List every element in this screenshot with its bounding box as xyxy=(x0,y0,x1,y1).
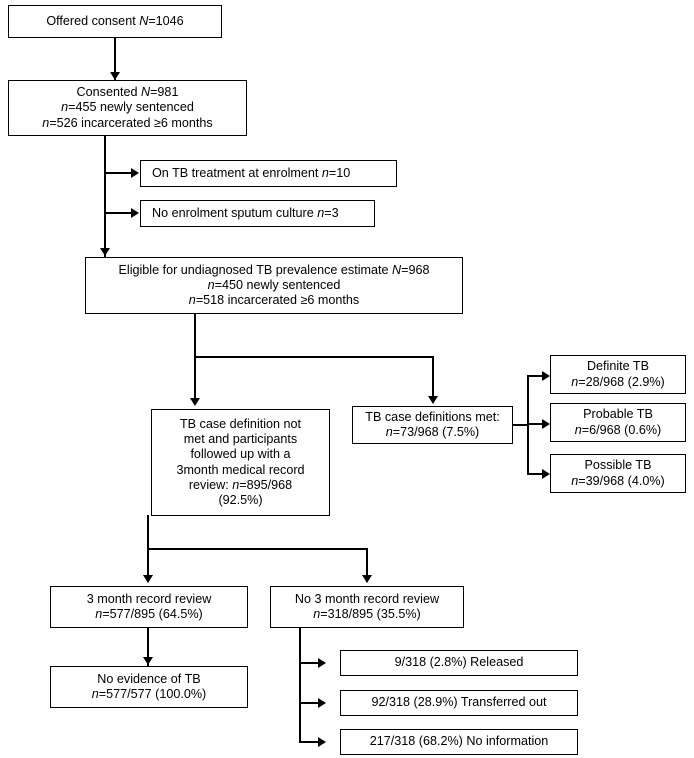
arrowhead-eligible xyxy=(100,248,110,256)
node-eligible[interactable]: Eligible for undiagnosed TB prevalence e… xyxy=(85,257,463,314)
connector-split-bar xyxy=(194,356,434,358)
connector-to-definite xyxy=(527,375,546,377)
node-no-sputum-culture[interactable]: No enrolment sputum culture n=3 xyxy=(140,200,375,227)
arrowhead-definite-tb xyxy=(542,371,550,381)
arrowhead-no-record-review xyxy=(362,575,372,583)
arrowhead-transferred-out xyxy=(318,698,326,708)
connector-norecord-riser xyxy=(299,628,301,743)
connector-to-noinfo xyxy=(299,741,322,743)
arrowhead-no-information xyxy=(318,737,326,747)
node-transferred-out[interactable]: 92/318 (28.9%) Transferred out xyxy=(340,690,578,716)
on-tb-treatment-text: On TB treatment at enrolment n=10 xyxy=(152,165,351,180)
no-information-text: 217/318 (68.2%) No information xyxy=(369,734,549,749)
arrowhead-no-culture xyxy=(131,208,139,218)
connector-spine-main xyxy=(104,135,106,257)
released-text: 9/318 (2.8%) Released xyxy=(394,655,524,670)
connector-met-out xyxy=(513,424,529,426)
connector-to-released xyxy=(299,662,322,664)
connector-offered-to-consented xyxy=(114,37,116,81)
arrowhead-on-treatment xyxy=(131,168,139,178)
connector-review-split-bar xyxy=(147,548,368,550)
offered-consent-text: Offered consent N=1046 xyxy=(46,13,184,28)
arrowhead-possible-tb xyxy=(542,469,550,479)
arrowhead-released xyxy=(318,658,326,668)
connector-to-no-culture xyxy=(105,212,135,214)
connector-to-possible xyxy=(527,473,546,475)
arrowhead-consented xyxy=(110,72,120,80)
transferred-out-text: 92/318 (28.9%) Transferred out xyxy=(371,695,547,710)
arrowhead-probable-tb xyxy=(542,419,550,429)
connector-review-left-down xyxy=(147,548,149,582)
connector-to-probable xyxy=(527,423,546,425)
node-case-definitions-met[interactable]: TB case definitions met:n=73/968 (7.5%) xyxy=(352,406,513,444)
connector-split-right-down xyxy=(432,356,434,400)
connector-notmet-down xyxy=(147,515,149,549)
arrowhead-no-evidence-tb xyxy=(143,657,153,665)
connector-split-left-down xyxy=(194,356,196,402)
arrowhead-record-review xyxy=(143,575,153,583)
node-on-tb-treatment[interactable]: On TB treatment at enrolment n=10 xyxy=(140,160,397,187)
connector-to-transferred xyxy=(299,702,322,704)
arrowhead-case-def-not-met xyxy=(190,398,200,406)
node-no-information[interactable]: 217/318 (68.2%) No information xyxy=(340,729,578,755)
arrowhead-case-def-met xyxy=(428,396,438,404)
connector-review-to-noevidence xyxy=(147,628,149,666)
connector-review-right-down xyxy=(366,548,368,582)
connector-eligible-down xyxy=(194,313,196,357)
node-released[interactable]: 9/318 (2.8%) Released xyxy=(340,650,578,676)
eligible-text: Eligible for undiagnosed TB prevalence e… xyxy=(118,262,430,308)
connector-to-on-treatment xyxy=(105,172,135,174)
node-offered-consent[interactable]: Offered consent N=1046 xyxy=(8,5,222,38)
no-sputum-culture-text: No enrolment sputum culture n=3 xyxy=(152,205,339,220)
case-definitions-met-text: TB case definitions met:n=73/968 (7.5%) xyxy=(365,409,500,439)
